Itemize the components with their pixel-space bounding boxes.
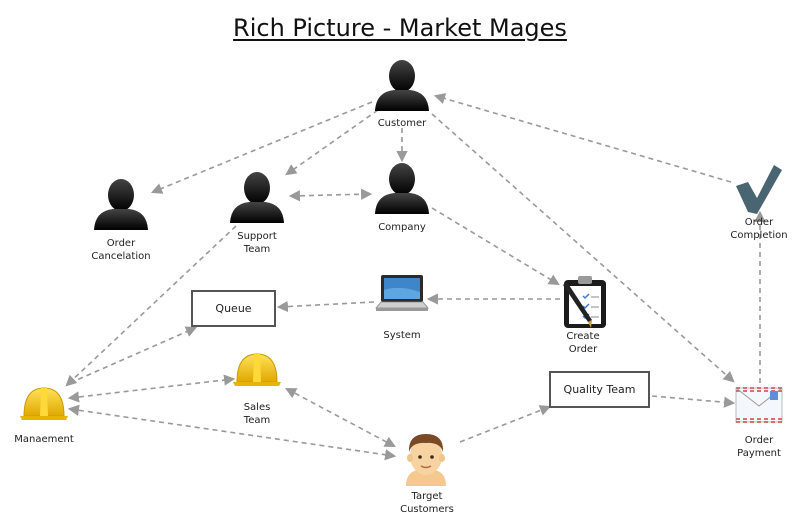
arrow-management-target bbox=[67, 404, 397, 461]
order-completion-label: Order Completion bbox=[714, 216, 800, 242]
customer-label: Customer bbox=[362, 117, 442, 130]
customer-label-text: Customer bbox=[377, 118, 427, 129]
management-hardhat-icon[interactable] bbox=[20, 387, 68, 420]
arrow-completion-to-customer bbox=[433, 93, 732, 183]
order-completion-label-line1: Order bbox=[744, 217, 774, 228]
sales-team-hardhat-icon[interactable] bbox=[233, 353, 281, 386]
target-customers-label: Target Customers bbox=[382, 490, 472, 516]
connector-arrows bbox=[65, 93, 766, 461]
order-payment-label-line1: Order bbox=[744, 435, 774, 446]
system-label: System bbox=[362, 329, 442, 342]
company-person-icon[interactable] bbox=[375, 163, 429, 214]
arrow-target-to-quality bbox=[459, 405, 552, 443]
checkmark-icon[interactable] bbox=[736, 165, 782, 214]
order-cancelation-label-line2: Cancelation bbox=[91, 251, 151, 262]
support-team-label-line2: Team bbox=[243, 244, 271, 255]
target-customers-label-line2: Customers bbox=[400, 504, 454, 515]
arrow-company-to-create-order bbox=[431, 207, 560, 286]
laptop-icon[interactable] bbox=[375, 275, 429, 311]
support-team-label-line1: Support bbox=[237, 231, 277, 242]
management-label-text: Manaement bbox=[14, 434, 74, 445]
arrow-customer-to-order-payment bbox=[431, 113, 735, 383]
envelope-icon[interactable] bbox=[735, 387, 783, 423]
create-order-label: Create Order bbox=[543, 330, 623, 356]
arrow-support-company bbox=[288, 188, 373, 202]
page-title: Rich Picture - Market Mages bbox=[233, 14, 567, 42]
order-cancelation-label-line1: Order bbox=[106, 238, 136, 249]
company-label-text: Company bbox=[378, 222, 426, 233]
sales-team-label: Sales Team bbox=[217, 401, 297, 427]
quality-team-label: Quality Team bbox=[563, 383, 636, 396]
support-team-person-icon[interactable] bbox=[230, 172, 284, 223]
customer-person-icon[interactable] bbox=[375, 60, 429, 111]
sales-team-label-line2: Team bbox=[243, 415, 271, 426]
order-payment-label: Order Payment bbox=[719, 434, 799, 460]
arrow-quality-to-payment bbox=[651, 395, 736, 408]
support-team-label: Support Team bbox=[217, 230, 297, 256]
order-completion-label-line2: Completion bbox=[730, 230, 788, 241]
order-cancelation-person-icon[interactable] bbox=[94, 179, 148, 230]
create-order-label-line1: Create bbox=[566, 331, 600, 342]
order-payment-label-line2: Payment bbox=[737, 448, 781, 459]
system-label-text: System bbox=[383, 330, 421, 341]
create-order-label-line2: Order bbox=[568, 344, 598, 355]
clipboard-icon[interactable] bbox=[563, 276, 606, 328]
arrow-customer-to-order-cancelation bbox=[150, 101, 373, 194]
arrow-customer-to-support-team bbox=[285, 109, 379, 176]
sales-team-label-line1: Sales bbox=[243, 402, 271, 413]
arrow-system-to-queue bbox=[276, 300, 375, 313]
target-customers-label-line1: Target bbox=[411, 491, 443, 502]
queue-label: Queue bbox=[215, 302, 252, 315]
company-label: Company bbox=[362, 221, 442, 234]
order-cancelation-label: Order Cancelation bbox=[76, 237, 166, 263]
management-label: Manaement bbox=[4, 433, 84, 446]
target-customer-person-icon[interactable] bbox=[406, 434, 446, 486]
arrow-support-to-management bbox=[65, 225, 237, 387]
queue-box[interactable] bbox=[191, 290, 276, 327]
arrow-management-to-queue bbox=[69, 326, 198, 384]
quality-team-box[interactable] bbox=[549, 371, 650, 408]
arrow-sales-target bbox=[285, 387, 396, 448]
arrow-management-sales bbox=[67, 374, 236, 403]
